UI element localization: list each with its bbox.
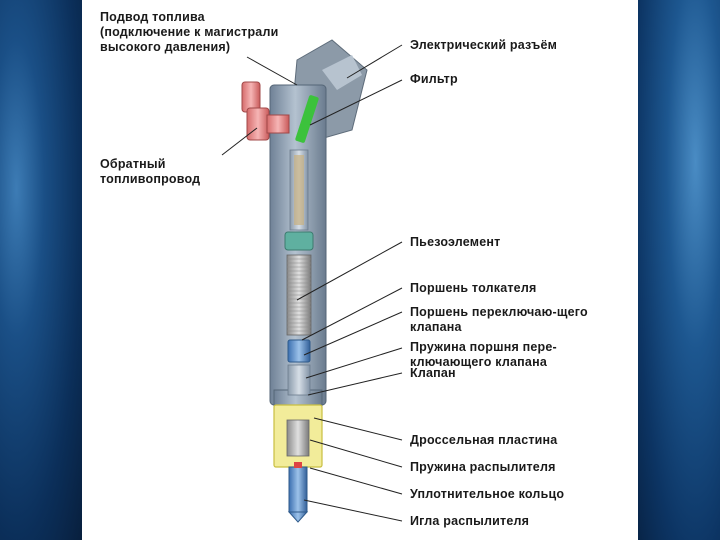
label-piezo: Пьезоэлемент xyxy=(410,235,501,249)
lower-housing xyxy=(273,404,323,468)
label-seal-ring: Уплотнительное кольцо xyxy=(410,487,565,501)
leader-valve xyxy=(307,372,403,396)
leader-switch-valve-piston xyxy=(303,311,403,356)
label-pusher-piston: Поршень толкателя xyxy=(410,281,537,295)
label-return-line: Обратный топливопровод xyxy=(100,157,201,186)
leader-pusher-piston xyxy=(301,287,403,341)
label-fuel-inlet: Подвод топлива (подключение к магистрали… xyxy=(100,10,279,54)
label-switch-valve-spring: Пружина поршня пере- ключающего клапана xyxy=(410,340,557,369)
label-switch-valve-piston: Поршень переключаю-щего клапана xyxy=(410,305,588,334)
leader-switch-valve-spring xyxy=(305,347,403,379)
leader-filter xyxy=(309,79,403,126)
leader-piezo xyxy=(296,241,403,301)
leader-throttle-plate xyxy=(313,417,403,441)
valve-spring xyxy=(287,364,311,396)
piezo-stack xyxy=(284,231,314,336)
leader-seal-ring xyxy=(309,467,403,495)
label-nozzle-needle: Игла распылителя xyxy=(410,514,530,528)
label-connector: Электрический разъём xyxy=(410,38,558,52)
leader-nozzle-spring xyxy=(309,439,403,468)
injector-diagram xyxy=(221,39,403,523)
label-nozzle-spring: Пружина распылителя xyxy=(410,460,556,474)
label-valve: Клапан xyxy=(410,366,456,380)
label-filter: Фильтр xyxy=(410,72,458,86)
leader-lines xyxy=(221,44,403,522)
background-left xyxy=(0,0,82,540)
leader-connector xyxy=(346,44,403,79)
leader-nozzle-needle xyxy=(303,499,403,522)
inner-channel xyxy=(289,149,309,231)
leader-fuel-inlet xyxy=(246,56,298,86)
switch-valve-piston xyxy=(287,339,311,363)
filter-element xyxy=(295,95,319,143)
diagram-panel: Подвод топлива (подключение к магистрали… xyxy=(82,0,638,540)
nozzle xyxy=(287,462,309,523)
leader-return-line xyxy=(221,127,258,156)
background-right xyxy=(638,0,720,540)
label-throttle-plate: Дроссельная пластина xyxy=(410,433,558,447)
